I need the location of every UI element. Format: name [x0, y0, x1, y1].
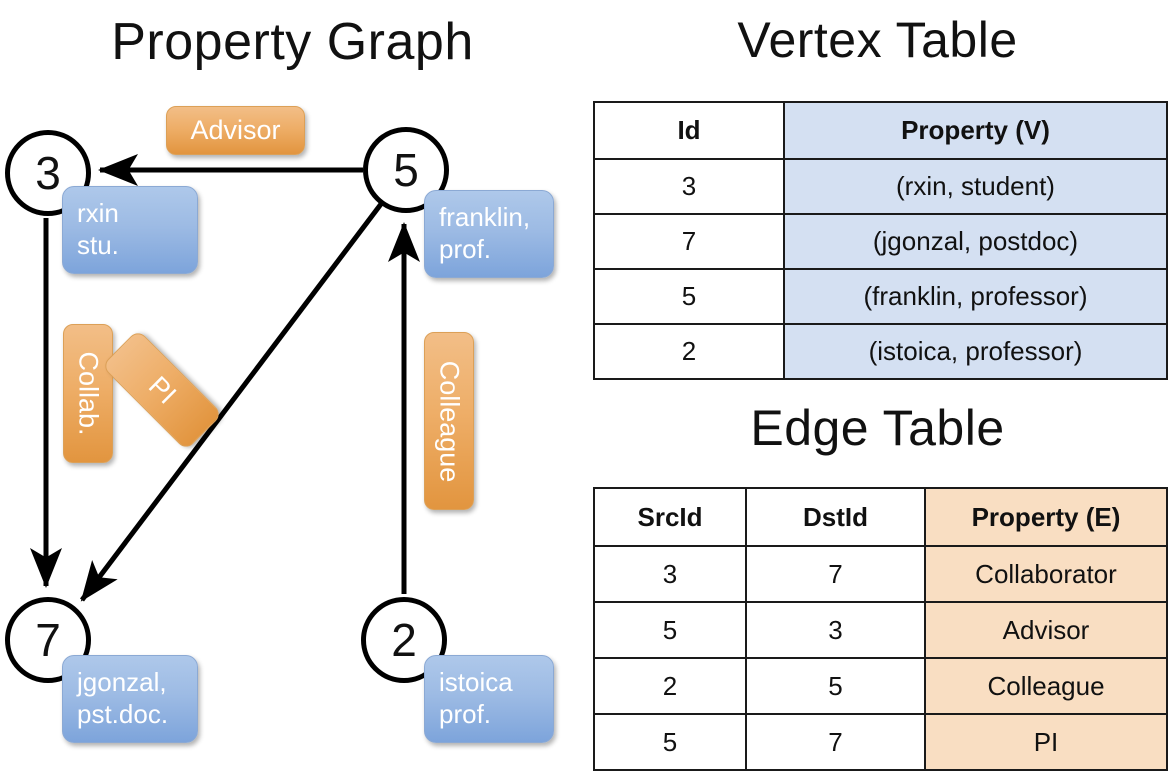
- vertex-node-3-id: 3: [35, 147, 61, 199]
- vertex-row-1-id: 7: [593, 213, 785, 270]
- edge-row-0-property: Collaborator: [924, 545, 1168, 603]
- edge-label-colleague-text: Colleague: [434, 360, 465, 482]
- edge-row-3-property: PI: [924, 713, 1168, 771]
- page-title-edge-table: Edge Table: [750, 400, 1005, 456]
- edge-row-2-dst: 5: [745, 657, 926, 715]
- edge-table-header-row: SrcId DstId Property (E): [593, 487, 1168, 547]
- vertex-property-3-line2: stu.: [77, 230, 119, 260]
- vertex-property-7-line1: jgonzal,: [77, 667, 167, 697]
- edge-table: SrcId DstId Property (E) 3 7 Collaborato…: [593, 487, 1168, 771]
- vertex-node-5[interactable]: 5: [363, 127, 449, 213]
- edge-label-collab: Collab.: [63, 324, 113, 463]
- table-row: 3 7 Collaborator: [593, 545, 1168, 603]
- table-row: 5 3 Advisor: [593, 601, 1168, 659]
- table-row: 2 5 Colleague: [593, 657, 1168, 715]
- edge-row-2-property: Colleague: [924, 657, 1168, 715]
- vertex-row-3-property: (istoica, professor): [783, 323, 1168, 380]
- vertex-row-3-id: 2: [593, 323, 785, 380]
- vertex-node-7-id: 7: [35, 614, 61, 666]
- vertex-property-2-line1: istoica: [439, 667, 513, 697]
- edge-label-advisor-text: Advisor: [190, 115, 281, 145]
- vertex-property-7-line2: pst.doc.: [77, 699, 169, 729]
- edge-row-1-src: 5: [593, 601, 747, 659]
- edge-table-header-dstid: DstId: [745, 487, 926, 547]
- table-row: 3 (rxin, student): [593, 158, 1168, 215]
- property-graph-diagram: 3 5 7 2 rxin stu. franklin, prof. jgonza…: [0, 0, 585, 760]
- vertex-property-2-line2: prof.: [439, 699, 492, 729]
- edge-row-1-dst: 3: [745, 601, 926, 659]
- page-title-vertex-table: Vertex Table: [737, 12, 1018, 68]
- edge-row-2-src: 2: [593, 657, 747, 715]
- edge-table-header-srcid: SrcId: [593, 487, 747, 547]
- vertex-property-box-7: jgonzal, pst.doc.: [62, 655, 198, 743]
- table-row: 5 (franklin, professor): [593, 268, 1168, 325]
- vertex-row-2-id: 5: [593, 268, 785, 325]
- vertex-row-1-property: (jgonzal, postdoc): [783, 213, 1168, 270]
- vertex-node-2[interactable]: 2: [361, 597, 447, 683]
- vertex-table-header-row: Id Property (V): [593, 101, 1168, 160]
- vertex-property-box-3: rxin stu.: [62, 186, 198, 274]
- page-title-property-graph: Property Graph: [111, 13, 474, 71]
- vertex-property-box-5: franklin, prof.: [424, 190, 554, 278]
- table-row: 5 7 PI: [593, 713, 1168, 771]
- vertex-table-header-id: Id: [593, 101, 785, 160]
- vertex-node-2-id: 2: [391, 614, 417, 666]
- edge-label-pi-text: PI: [142, 370, 182, 410]
- edge-row-0-src: 3: [593, 545, 747, 603]
- vertex-row-2-property: (franklin, professor): [783, 268, 1168, 325]
- edge-row-3-src: 5: [593, 713, 747, 771]
- vertex-property-box-2: istoica prof.: [424, 655, 554, 743]
- edge-table-header-property: Property (E): [924, 487, 1168, 547]
- vertex-row-0-id: 3: [593, 158, 785, 215]
- vertex-table-header-property: Property (V): [783, 101, 1168, 160]
- vertex-table: Id Property (V) 3 (rxin, student) 7 (jgo…: [593, 101, 1168, 380]
- vertex-row-0-property: (rxin, student): [783, 158, 1168, 215]
- vertex-property-5-line1: franklin,: [439, 202, 531, 232]
- edge-label-colleague: Colleague: [424, 332, 474, 510]
- graph-edge-lines: [30, 154, 420, 602]
- vertex-property-5-line2: prof.: [439, 234, 492, 264]
- vertex-property-3-line1: rxin: [77, 198, 119, 228]
- edge-label-advisor: Advisor: [166, 106, 305, 155]
- edge-row-0-dst: 7: [745, 545, 926, 603]
- vertex-node-5-id: 5: [393, 144, 419, 196]
- edge-label-collab-text: Collab.: [73, 351, 104, 436]
- table-row: 2 (istoica, professor): [593, 323, 1168, 380]
- edge-row-1-property: Advisor: [924, 601, 1168, 659]
- edge-line-pi: [80, 202, 383, 602]
- edge-row-3-dst: 7: [745, 713, 926, 771]
- table-row: 7 (jgonzal, postdoc): [593, 213, 1168, 270]
